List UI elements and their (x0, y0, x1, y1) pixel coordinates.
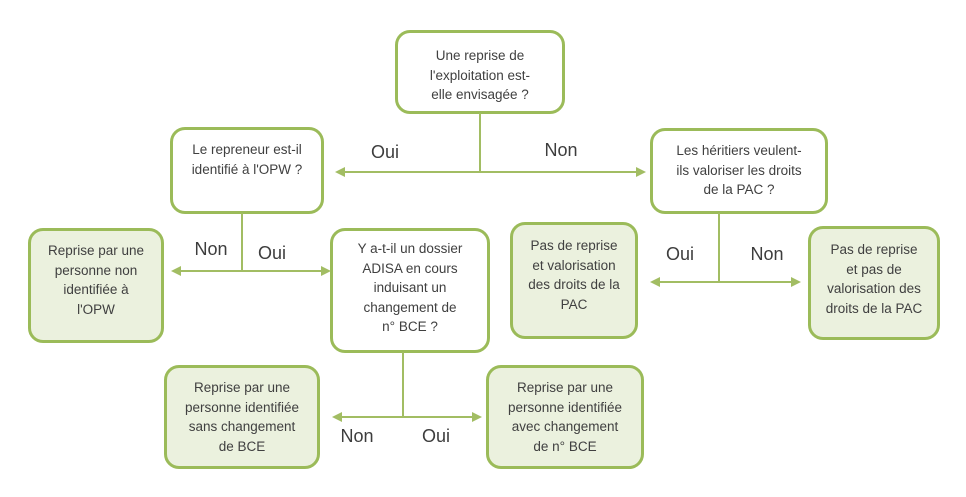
node-question-heritiers-pac: Les héritiers veulent- ils valoriser les… (650, 128, 828, 214)
connector-top-vertical (479, 113, 481, 172)
node-question-dossier-adisa: Y a-t-il un dossier ADISA en cours indui… (330, 228, 490, 353)
connector-left-horizontal (181, 270, 322, 272)
node-outcome-sans-changement-bce: Reprise par une personne identifiée sans… (164, 365, 320, 469)
connector-bottom-vertical (402, 352, 404, 417)
node-question-reprise-exploitation: Une reprise de l'exploitation est- elle … (395, 30, 565, 114)
node-outcome-valorisation-pac: Pas de reprise et valorisation des droit… (510, 222, 638, 339)
node-outcome-pas-valorisation-pac: Pas de reprise et pas de valorisation de… (808, 226, 940, 340)
edge-label-oui-bottom: Oui (421, 426, 451, 446)
node-outcome-personne-non-identifiee: Reprise par une personne non identifiée … (28, 228, 164, 343)
connector-right-vertical (718, 213, 720, 282)
arrowhead-right-icon (321, 266, 331, 276)
arrowhead-left-icon (171, 266, 181, 276)
arrowhead-left-icon (650, 277, 660, 287)
edge-label-non-right: Non (750, 244, 784, 264)
edge-label-non-left: Non (194, 239, 228, 259)
edge-label-oui-right: Oui (665, 244, 695, 264)
node-outcome-avec-changement-bce: Reprise par une personne identifiée avec… (486, 365, 644, 469)
arrowhead-right-icon (791, 277, 801, 287)
connector-right-horizontal (660, 281, 792, 283)
connector-left-vertical (241, 213, 243, 271)
edge-label-non-top: Non (544, 140, 578, 160)
connector-top-horizontal (345, 171, 638, 173)
arrowhead-left-icon (335, 167, 345, 177)
node-question-repreneur-opw: Le repreneur est-il identifié à l'OPW ? (170, 127, 324, 214)
connector-bottom-horizontal (342, 416, 474, 418)
arrowhead-right-icon (472, 412, 482, 422)
arrowhead-right-icon (636, 167, 646, 177)
edge-label-non-bottom: Non (340, 426, 374, 446)
edge-label-oui-top: Oui (370, 142, 400, 162)
arrowhead-left-icon (332, 412, 342, 422)
edge-label-oui-left: Oui (257, 243, 287, 263)
